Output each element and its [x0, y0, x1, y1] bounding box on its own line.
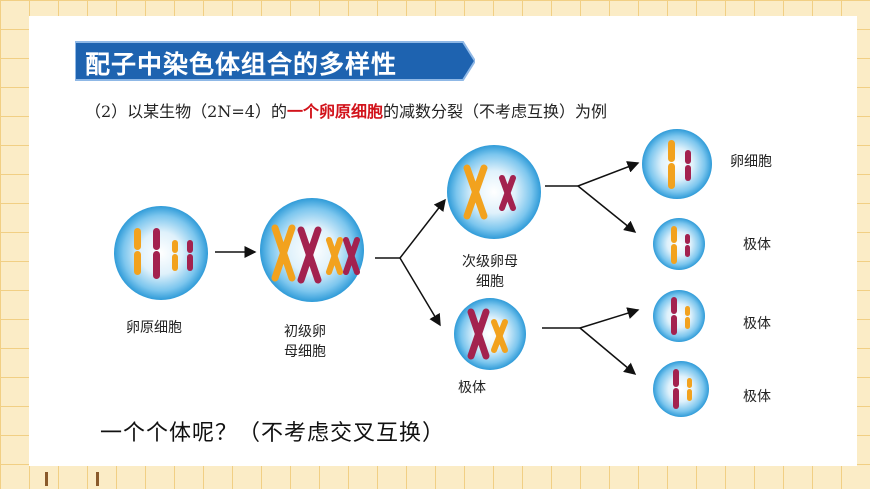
- chromosome-orange-long: [134, 228, 141, 275]
- first-polar-body-cell: [454, 298, 526, 370]
- cell-body: [642, 129, 712, 199]
- dyad-maroon-long: [467, 308, 490, 360]
- banner-shape: [75, 41, 475, 81]
- subtitle-highlight: 一个卵原细胞: [286, 102, 383, 121]
- label-polar-body-2: 极体: [743, 316, 771, 332]
- arrow-to-polar-body: [399, 257, 441, 327]
- subtitle-prefix: （2）以某生物（2N=4）的: [85, 102, 287, 121]
- label-egg: 卵细胞: [730, 154, 772, 170]
- secondary-oocyte-cell: [447, 145, 541, 239]
- arrow-to-polar-body-2: [579, 307, 640, 329]
- title-banner: 配子中染色体组合的多样性: [75, 40, 475, 82]
- chromosome-maroon-long: [153, 228, 160, 279]
- label-polar-body-1: 极体: [743, 237, 771, 253]
- dyad-orange-long: [463, 164, 488, 220]
- arrow-to-secondary-oocyte: [399, 198, 446, 259]
- tetrad-maroon-long: [297, 226, 322, 284]
- cell-body: [447, 145, 541, 239]
- chromosome-orange-short: [172, 240, 178, 271]
- polar-body-1-cell: [653, 218, 705, 270]
- tetrad-maroon-short: [343, 237, 360, 275]
- dyad-maroon-short: [499, 175, 516, 211]
- cell-body: [454, 298, 526, 370]
- decor-stick: [45, 472, 48, 486]
- subtitle: （2）以某生物（2N=4）的一个卵原细胞的减数分裂（不考虑互换）为例: [85, 98, 607, 122]
- label-secondary-oocyte-line2: 细胞: [476, 274, 504, 290]
- label-primary-oocyte: 初级卵 母细胞: [284, 322, 326, 362]
- question-text: 一个个体呢？（不考虑交叉互换）: [100, 421, 446, 446]
- label-oogonium: 卵原细胞: [126, 320, 182, 336]
- chromatid-orange-bottom: [668, 163, 675, 189]
- decor-stick: [96, 472, 99, 486]
- primary-oocyte-cell: [260, 198, 364, 302]
- arrow-to-polar-body-1: [577, 185, 637, 233]
- tetrad-orange-long: [271, 224, 296, 282]
- chromatid-maroon-bottom: [685, 165, 691, 181]
- egg-cell: [642, 129, 712, 199]
- chromatid-maroon-top: [685, 150, 691, 164]
- label-first-polar-body: 极体: [458, 380, 486, 396]
- tetrad-orange-short: [326, 237, 343, 275]
- arrows: [215, 161, 640, 375]
- label-primary-oocyte-line2: 母细胞: [284, 344, 326, 360]
- polar-body-3-cell: [653, 361, 709, 417]
- label-secondary-oocyte: 次级卵母 细胞: [462, 252, 518, 292]
- page-title: 配子中染色体组合的多样性: [85, 50, 398, 79]
- cell-body: [653, 218, 705, 270]
- label-primary-oocyte-line1: 初级卵: [284, 324, 326, 340]
- bottom-grid-strip: [0, 466, 870, 489]
- arrow-to-egg: [577, 161, 640, 187]
- arrow-to-polar-body-3: [579, 327, 637, 375]
- label-secondary-oocyte-line1: 次级卵母: [462, 254, 518, 270]
- dyad-orange-short: [491, 319, 508, 353]
- label-polar-body-3: 极体: [743, 389, 771, 405]
- cell-body: [114, 206, 208, 300]
- cell-body: [653, 361, 709, 417]
- oogonium-cell: [114, 206, 208, 300]
- cell-body: [653, 290, 705, 342]
- chromatid-orange-top: [668, 140, 675, 162]
- chromosome-maroon-short: [187, 240, 193, 271]
- polar-body-2-cell: [653, 290, 705, 342]
- subtitle-suffix: 的减数分裂（不考虑互换）为例: [382, 102, 607, 121]
